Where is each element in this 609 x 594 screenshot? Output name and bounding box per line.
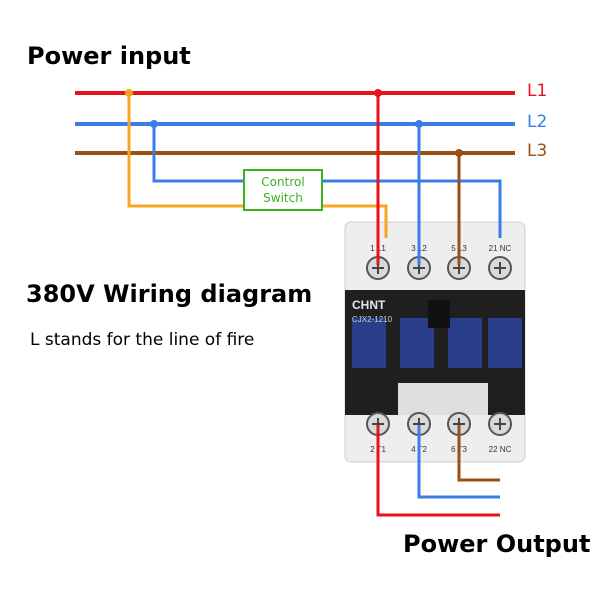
junction-control-l1 [125,89,133,97]
contactor-slider [428,300,450,328]
output-wire-t3 [457,425,500,482]
brand-label: CHNT [352,298,386,312]
junction-control-l2 [150,120,158,128]
contactor-cover [398,383,488,415]
control-switch-line1: Control [261,175,304,189]
line-label-l3: L3 [527,141,548,161]
control-wire-in [127,93,244,208]
contactor-window-3 [448,318,482,368]
output-wire-t1 [376,425,500,517]
power-input-title: Power input [27,42,191,70]
contactor-window-1 [352,318,386,368]
nc-control-wire [152,124,502,238]
control-wire-out [322,204,388,238]
diagram-title: 380V Wiring diagram [26,280,313,308]
power-output-title: Power Output [403,530,591,558]
contactor-window-4 [488,318,522,368]
junction-l1 [374,89,382,97]
diagram-subtitle: L stands for the line of fire [30,330,255,350]
output-wire-t2 [417,425,500,499]
control-switch-box [243,169,323,211]
control-switch: Control Switch [243,169,323,211]
junction-l2 [415,120,423,128]
bottom-terminal-label-4: 22 NC [489,445,512,454]
line-label-l1: L1 [527,81,548,101]
top-terminal-label-4: 21 NC [489,244,512,253]
line-label-l2: L2 [527,112,548,132]
wires [75,89,515,517]
model-label: CJX2-1210 [352,315,393,324]
control-switch-line2: Switch [263,191,303,205]
junction-l3 [455,149,463,157]
